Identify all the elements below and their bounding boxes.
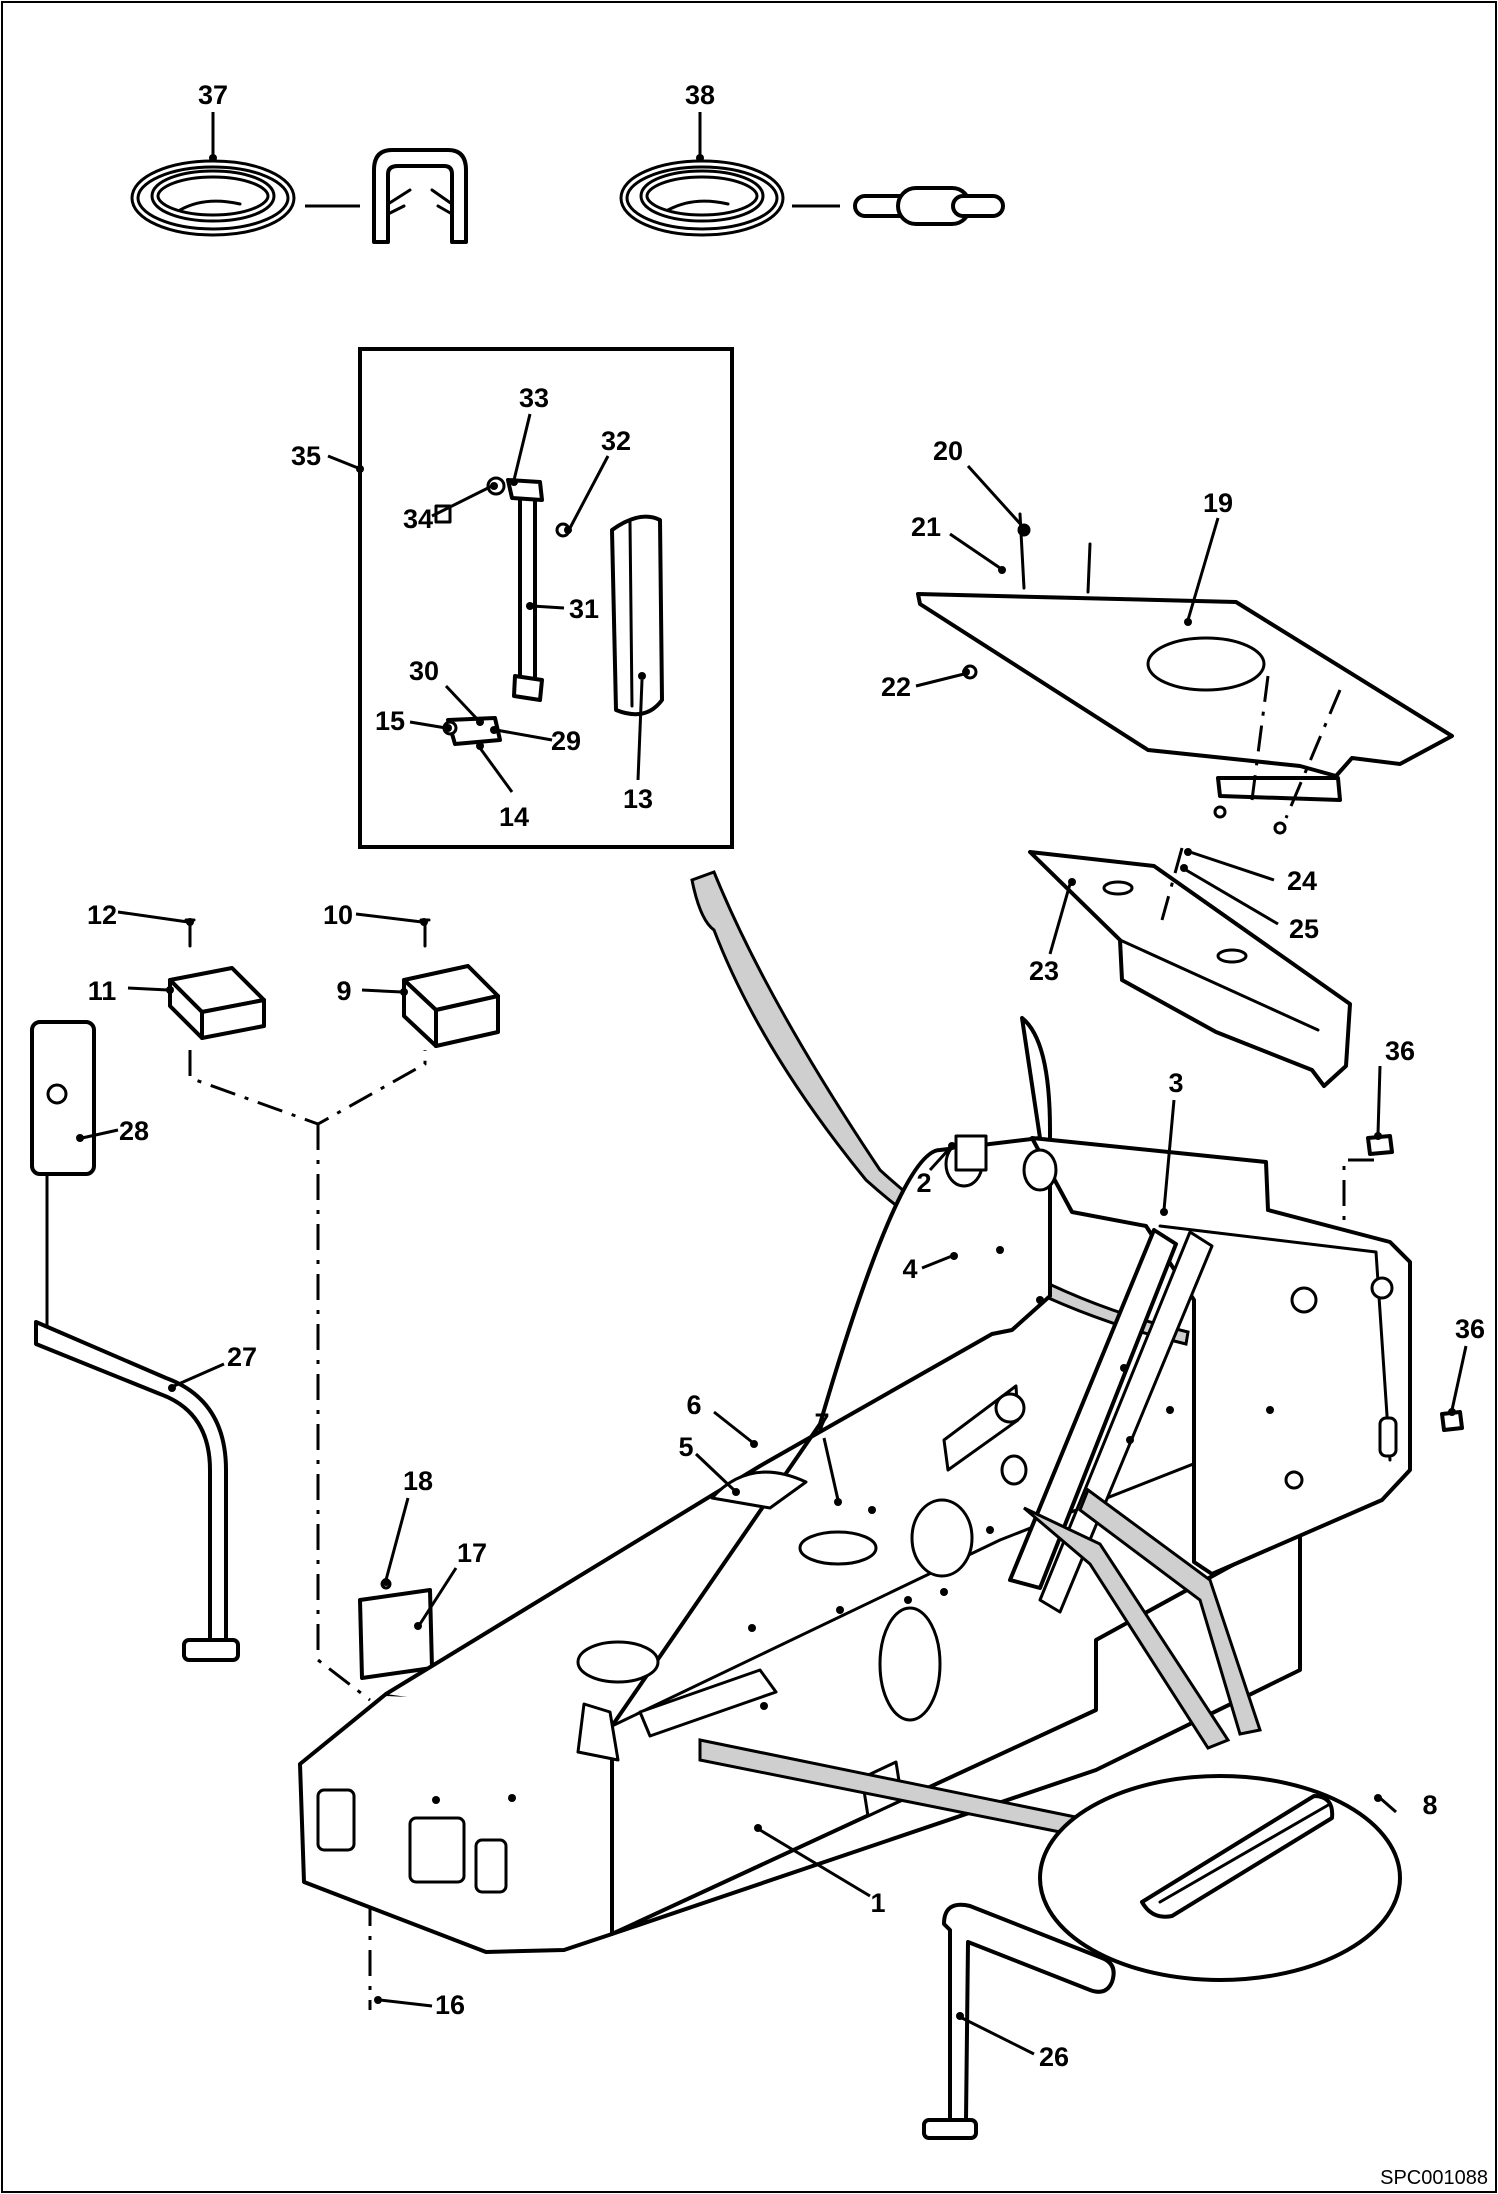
callout-7: 7 [814, 1408, 829, 1438]
callout-15: 15 [375, 706, 405, 736]
callout-32: 32 [601, 426, 631, 456]
callout-8: 8 [1422, 1790, 1437, 1820]
callout-30: 30 [409, 656, 439, 686]
callout-14: 14 [499, 802, 529, 832]
callout-16: 16 [435, 1990, 465, 2020]
callout-4: 4 [902, 1254, 917, 1284]
callout-31: 31 [569, 594, 599, 624]
part-17-access-cover[interactable] [358, 1578, 434, 1680]
detail-box-35 [358, 347, 734, 849]
fasteners-19[interactable] [1213, 675, 1342, 835]
callout-34: 34 [403, 504, 433, 534]
leader-lines [76, 112, 1468, 2056]
callout-labels: 37 38 35 33 32 34 31 13 30 15 29 14 20 2… [87, 80, 1485, 2072]
part-28-mirror-plate[interactable] [30, 1020, 96, 1332]
part-26-grab-handle[interactable] [922, 1902, 1116, 2140]
callout-35: 35 [291, 441, 321, 471]
callout-20: 20 [933, 436, 963, 466]
callout-18: 18 [403, 1466, 433, 1496]
callout-13: 13 [623, 784, 653, 814]
callout-37: 37 [198, 80, 228, 110]
part-27-support-arm[interactable] [34, 1320, 240, 1662]
bolts-10-12[interactable] [184, 918, 431, 948]
callout-6: 6 [686, 1390, 701, 1420]
part-11-pad-block[interactable] [168, 966, 266, 1040]
callout-28: 28 [119, 1116, 149, 1146]
callout-12: 12 [87, 900, 117, 930]
callout-36-upper: 36 [1385, 1036, 1415, 1066]
callout-21: 21 [911, 512, 941, 542]
callout-11: 11 [88, 976, 117, 1006]
drawing-code: SPC001088 [1380, 2167, 1488, 2189]
part-23-angle-plate[interactable] [1028, 847, 1352, 1088]
part-19-top-plate[interactable] [916, 512, 1454, 802]
callout-24: 24 [1287, 866, 1317, 896]
callout-25: 25 [1289, 914, 1319, 944]
callout-2: 2 [916, 1168, 931, 1198]
callout-17: 17 [457, 1538, 487, 1568]
callout-22: 22 [881, 672, 911, 702]
part-8-seal-strip-detail[interactable] [1038, 1774, 1402, 1982]
callout-9: 9 [336, 976, 351, 1006]
callout-38: 38 [685, 80, 715, 110]
part-9-pad-block[interactable] [402, 964, 500, 1048]
callout-36-lower: 36 [1455, 1314, 1485, 1344]
part-1-main-frame[interactable] [298, 870, 1412, 1954]
callout-5: 5 [678, 1432, 693, 1462]
callout-3: 3 [1168, 1068, 1183, 1098]
callout-19: 19 [1203, 488, 1233, 518]
part-31-latch-rod[interactable] [434, 476, 571, 746]
part-13-cover-sleeve[interactable] [610, 514, 664, 717]
callout-10: 10 [323, 900, 353, 930]
callout-27: 27 [227, 1342, 257, 1372]
part-36-clip-upper[interactable] [1342, 1134, 1394, 1250]
callout-29: 29 [551, 726, 581, 756]
callout-26: 26 [1039, 2042, 1069, 2072]
part-37-edge-trim-coil[interactable] [130, 148, 468, 244]
callout-1: 1 [870, 1888, 885, 1918]
part-38-chain-coil[interactable] [619, 159, 1005, 237]
callout-23: 23 [1029, 956, 1059, 986]
callout-33: 33 [519, 383, 549, 413]
